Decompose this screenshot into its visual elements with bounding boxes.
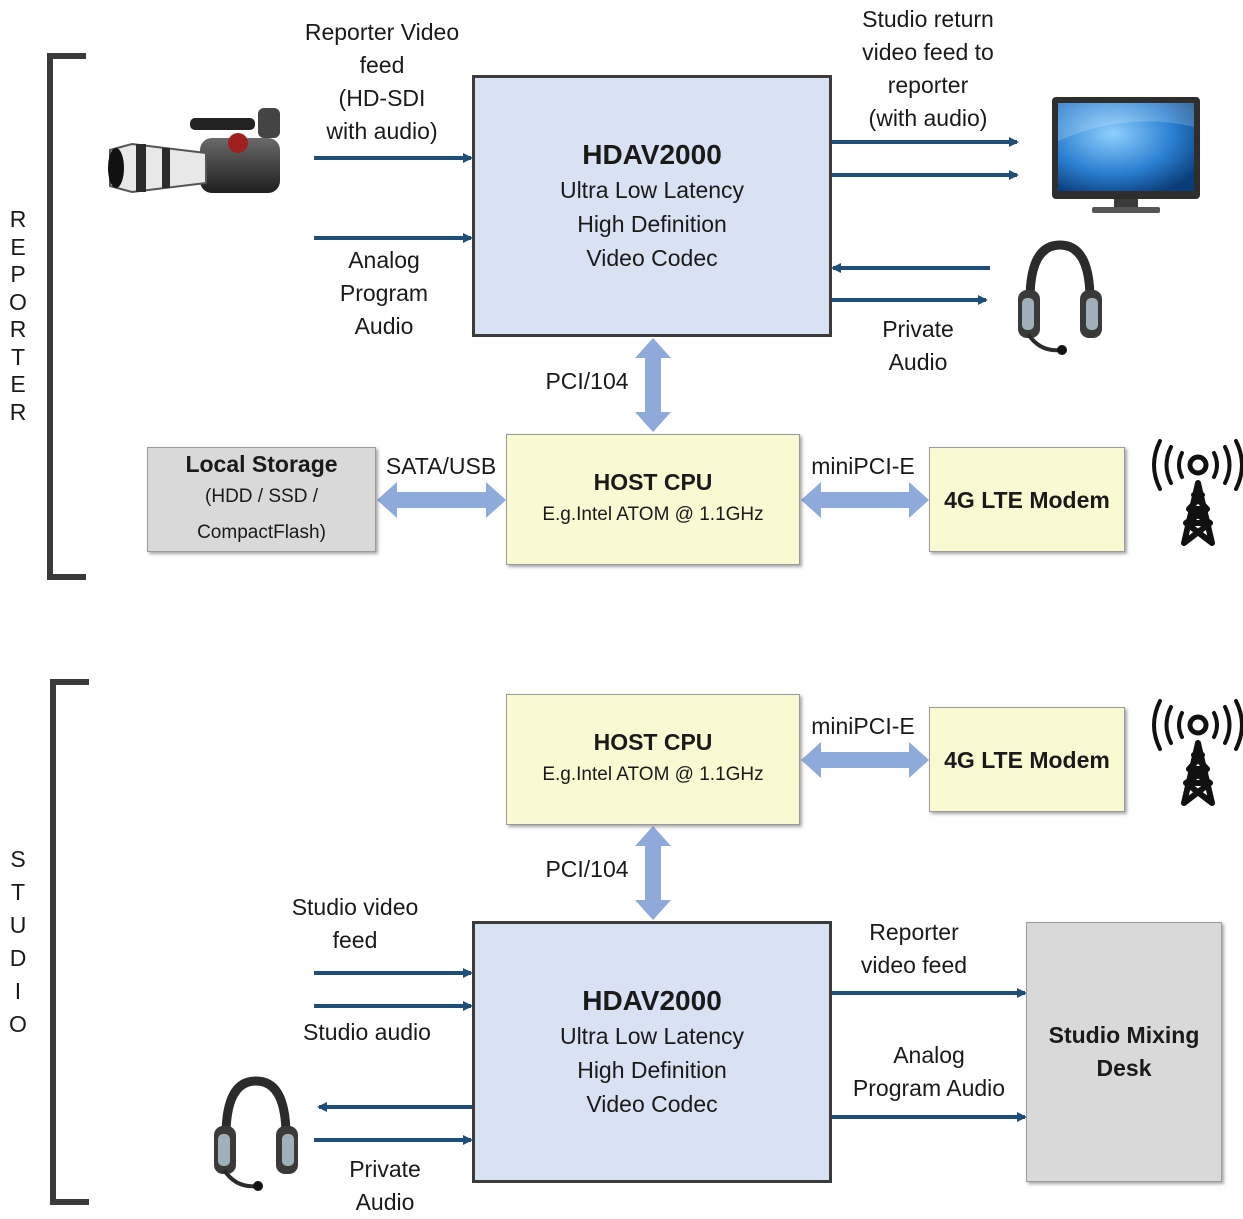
- video-camera-icon: [108, 108, 280, 194]
- pci-double-arrow-studio: [635, 826, 671, 920]
- label-minipci-e: miniPCI-E: [811, 713, 915, 739]
- studio-cpu-box: HOST CPU E.g.Intel ATOM @ 1.1GHz: [506, 694, 800, 825]
- cpu-subtitle: E.g.Intel ATOM @ 1.1GHz: [542, 763, 764, 785]
- reporter-modem-box: 4G LTE Modem: [929, 447, 1125, 552]
- radio-tower-icon: [1154, 701, 1242, 803]
- codec-title: HDAV2000: [582, 139, 722, 170]
- modem-title: 4G LTE Modem: [944, 746, 1110, 773]
- minipci-double-arrow-studio: [801, 742, 929, 778]
- mixing-desk-title: Studio Mixing Desk: [1048, 1022, 1200, 1081]
- label-pci104: PCI/104: [545, 368, 629, 394]
- headset-icon: [214, 1081, 298, 1191]
- monitor-icon: [1052, 97, 1200, 213]
- label-studio-video-feed: Studio video feed: [291, 894, 419, 953]
- cpu-subtitle: E.g.Intel ATOM @ 1.1GHz: [542, 503, 764, 525]
- studio-modem-box: 4G LTE Modem: [929, 707, 1125, 812]
- reporter-codec-box: HDAV2000 Ultra Low Latency High Definiti…: [472, 75, 832, 337]
- label-analog-program-audio: Analog Program Audio: [339, 247, 429, 339]
- headset-icon: [1018, 245, 1102, 355]
- storage-title: Local Storage: [185, 450, 338, 477]
- label-minipci-e: miniPCI-E: [811, 453, 915, 479]
- studio-mixing-desk-box: Studio Mixing Desk: [1026, 922, 1222, 1182]
- codec-line3: Video Codec: [586, 1091, 718, 1117]
- label-analog-program-audio: Analog Program Audio: [852, 1042, 1006, 1101]
- sata-double-arrow: [377, 482, 506, 518]
- radio-tower-icon: [1154, 441, 1242, 543]
- storage-line2: CompactFlash): [197, 521, 326, 543]
- codec-title: HDAV2000: [582, 985, 722, 1016]
- modem-title: 4G LTE Modem: [944, 486, 1110, 513]
- studio-section-label: S T U D I O: [9, 846, 27, 1037]
- local-storage-box: Local Storage (HDD / SSD / CompactFlash): [147, 447, 376, 552]
- label-sata-usb: SATA/USB: [385, 453, 497, 479]
- minipci-double-arrow-reporter: [801, 482, 929, 518]
- storage-line1: (HDD / SSD /: [205, 485, 318, 507]
- cpu-title: HOST CPU: [593, 728, 713, 755]
- label-studio-audio: Studio audio: [303, 1019, 431, 1045]
- label-pci104: PCI/104: [545, 856, 629, 882]
- reporter-section-label: R E P O R T E R: [9, 206, 27, 425]
- label-reporter-video-feed: Reporter Video feed (HD-SDI with audio): [304, 19, 460, 144]
- cpu-title: HOST CPU: [593, 468, 713, 495]
- studio-bracket: [50, 679, 89, 1205]
- codec-line2: High Definition: [577, 211, 727, 237]
- reporter-cpu-box: HOST CPU E.g.Intel ATOM @ 1.1GHz: [506, 434, 800, 565]
- label-private-audio: Private Audio: [349, 1156, 421, 1215]
- reporter-bracket: [47, 53, 86, 580]
- pci-double-arrow-reporter: [635, 338, 671, 432]
- codec-line3: Video Codec: [586, 245, 718, 271]
- codec-line1: Ultra Low Latency: [559, 1023, 745, 1049]
- label-private-audio: Private Audio: [882, 316, 954, 375]
- codec-line1: Ultra Low Latency: [559, 177, 745, 203]
- label-reporter-video-feed: Reporter video feed: [860, 919, 968, 978]
- codec-line2: High Definition: [577, 1057, 727, 1083]
- studio-codec-box: HDAV2000 Ultra Low Latency High Definiti…: [472, 921, 832, 1183]
- label-studio-return-feed: Studio return video feed to reporter (wi…: [862, 6, 994, 131]
